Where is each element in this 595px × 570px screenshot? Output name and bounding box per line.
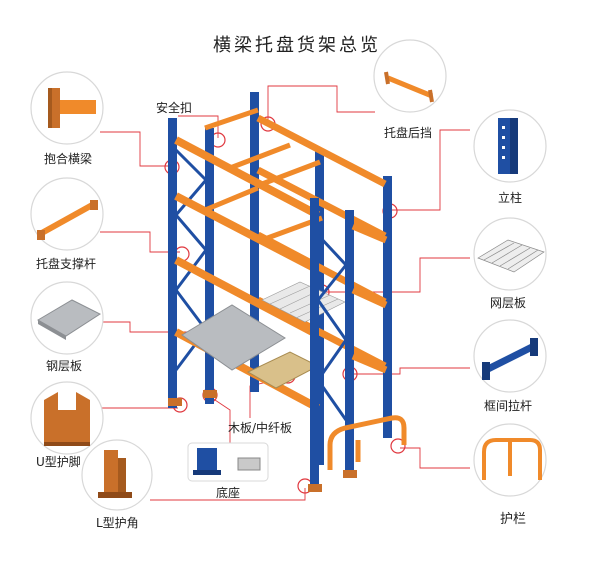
leader-lines — [95, 85, 470, 501]
upright-icon — [498, 118, 518, 174]
guardrail-icon — [482, 438, 542, 480]
marker-guardrail — [390, 438, 406, 454]
front-beam-1 — [174, 136, 320, 219]
front-guardrail — [327, 415, 407, 470]
label-guardrail: 护栏 — [500, 512, 526, 527]
l-protector-icon — [98, 450, 132, 498]
pallet-stop-icon — [384, 71, 434, 103]
back-beam-2 — [256, 166, 387, 240]
frame-brace-icon — [482, 338, 538, 380]
leader-support-bar — [100, 231, 180, 253]
base-plate-3 — [308, 484, 322, 492]
upright-front-left-2 — [205, 128, 214, 404]
label-frame-brace: 框间拉杆 — [484, 398, 532, 413]
leader-frame-brace — [352, 367, 470, 375]
leader-steel-deck — [100, 321, 198, 333]
label-safety-pin: 安全扣 — [156, 100, 192, 115]
base-plate-2 — [203, 390, 217, 398]
pallet-support-bar-icon — [37, 200, 98, 240]
label-u-protector: U型护脚 — [36, 454, 81, 469]
label-l-protector: L型护角 — [96, 516, 139, 530]
front-beam-3 — [174, 256, 320, 339]
upright-front-right-1 — [310, 198, 319, 492]
leader-upright — [392, 129, 470, 211]
pallet-rack — [168, 92, 407, 492]
leader-hook-beam — [100, 131, 170, 167]
front-beam-2 — [174, 192, 320, 274]
label-steel-deck: 钢层板 — [46, 359, 82, 373]
base-plate-4 — [343, 470, 357, 478]
steel-deck-icon — [37, 299, 102, 340]
upright-front-left-1 — [168, 118, 177, 408]
leader-base — [211, 397, 231, 455]
label-wood-deck: 木板/中纤板 — [228, 420, 292, 435]
leader-safety-pin — [178, 115, 219, 138]
label-upright: 立柱 — [498, 190, 522, 205]
wire-deck-icon — [477, 239, 545, 273]
leader-guardrail — [400, 447, 470, 469]
leader-pallet-stop — [267, 85, 375, 122]
label-pallet-support-bar: 托盘支撑杆 — [36, 256, 96, 271]
label-base-plate: 底座 — [216, 485, 240, 500]
u-protector-icon — [44, 392, 90, 446]
hook-beam-icon — [48, 88, 96, 128]
leader-l-protector — [150, 488, 306, 501]
steel-deck — [181, 304, 286, 371]
wire-deck — [261, 281, 346, 323]
upright-back-left — [250, 92, 259, 392]
base-plate-icon — [193, 448, 261, 475]
label-wire-deck: 网层板 — [490, 296, 526, 310]
base-plate-1 — [168, 398, 182, 406]
back-beam-1 — [256, 114, 387, 188]
label-pallet-stop: 托盘后挡 — [384, 125, 432, 140]
upright-back-right — [383, 176, 392, 438]
title: 横梁托盘货架总览 — [213, 35, 381, 56]
detail-circles — [30, 39, 547, 511]
upright-front-right-2 — [345, 210, 354, 478]
label-hook-beam: 抱合横梁 — [44, 151, 92, 166]
